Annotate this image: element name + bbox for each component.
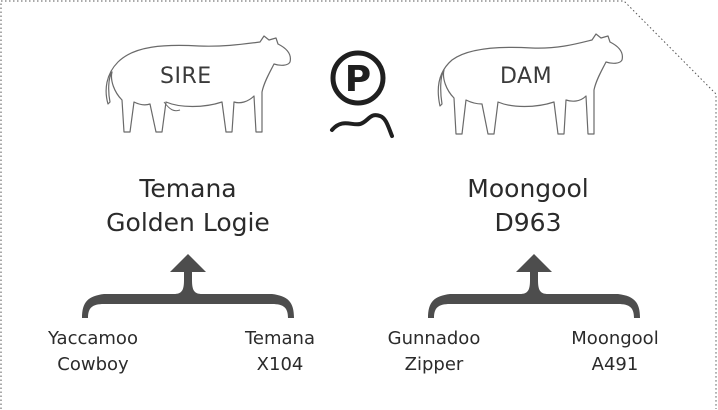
sire-parent-2-line1: Temana xyxy=(244,328,315,349)
dam-name: Moongool D963 xyxy=(418,172,638,240)
sire-cow-icon xyxy=(104,32,294,144)
sire-parent-1-line1: Yaccamoo xyxy=(48,328,138,349)
p-brand-icon: P xyxy=(322,50,398,144)
dam-parent-2-line1: Moongool xyxy=(571,328,659,349)
dam-label: DAM xyxy=(500,64,553,89)
sire-parent-1-line2: Cowboy xyxy=(57,354,129,375)
sire-parent-2-line2: X104 xyxy=(256,354,304,375)
dam-parent-1-line1: Gunnadoo xyxy=(387,328,481,349)
dam-parent-1: Gunnadoo Zipper xyxy=(378,326,490,378)
sire-parent-2: Temana X104 xyxy=(238,326,322,378)
sire-label: SIRE xyxy=(160,64,212,89)
sire-parent-1: Yaccamoo Cowboy xyxy=(38,326,148,378)
dam-name-line2: D963 xyxy=(494,208,562,237)
dam-cow-icon xyxy=(436,30,626,142)
sire-name-line1: Temana xyxy=(139,174,237,203)
dam-brace-arrow xyxy=(428,254,640,318)
dam-parent-1-line2: Zipper xyxy=(404,354,464,375)
dam-parent-2: Moongool A491 xyxy=(560,326,670,378)
sire-brace-arrow xyxy=(82,254,294,318)
dam-name-line1: Moongool xyxy=(467,174,589,203)
sire-name: Temana Golden Logie xyxy=(78,172,298,240)
svg-text:P: P xyxy=(345,59,371,100)
dam-parent-2-line2: A491 xyxy=(591,354,639,375)
sire-name-line2: Golden Logie xyxy=(106,208,270,237)
